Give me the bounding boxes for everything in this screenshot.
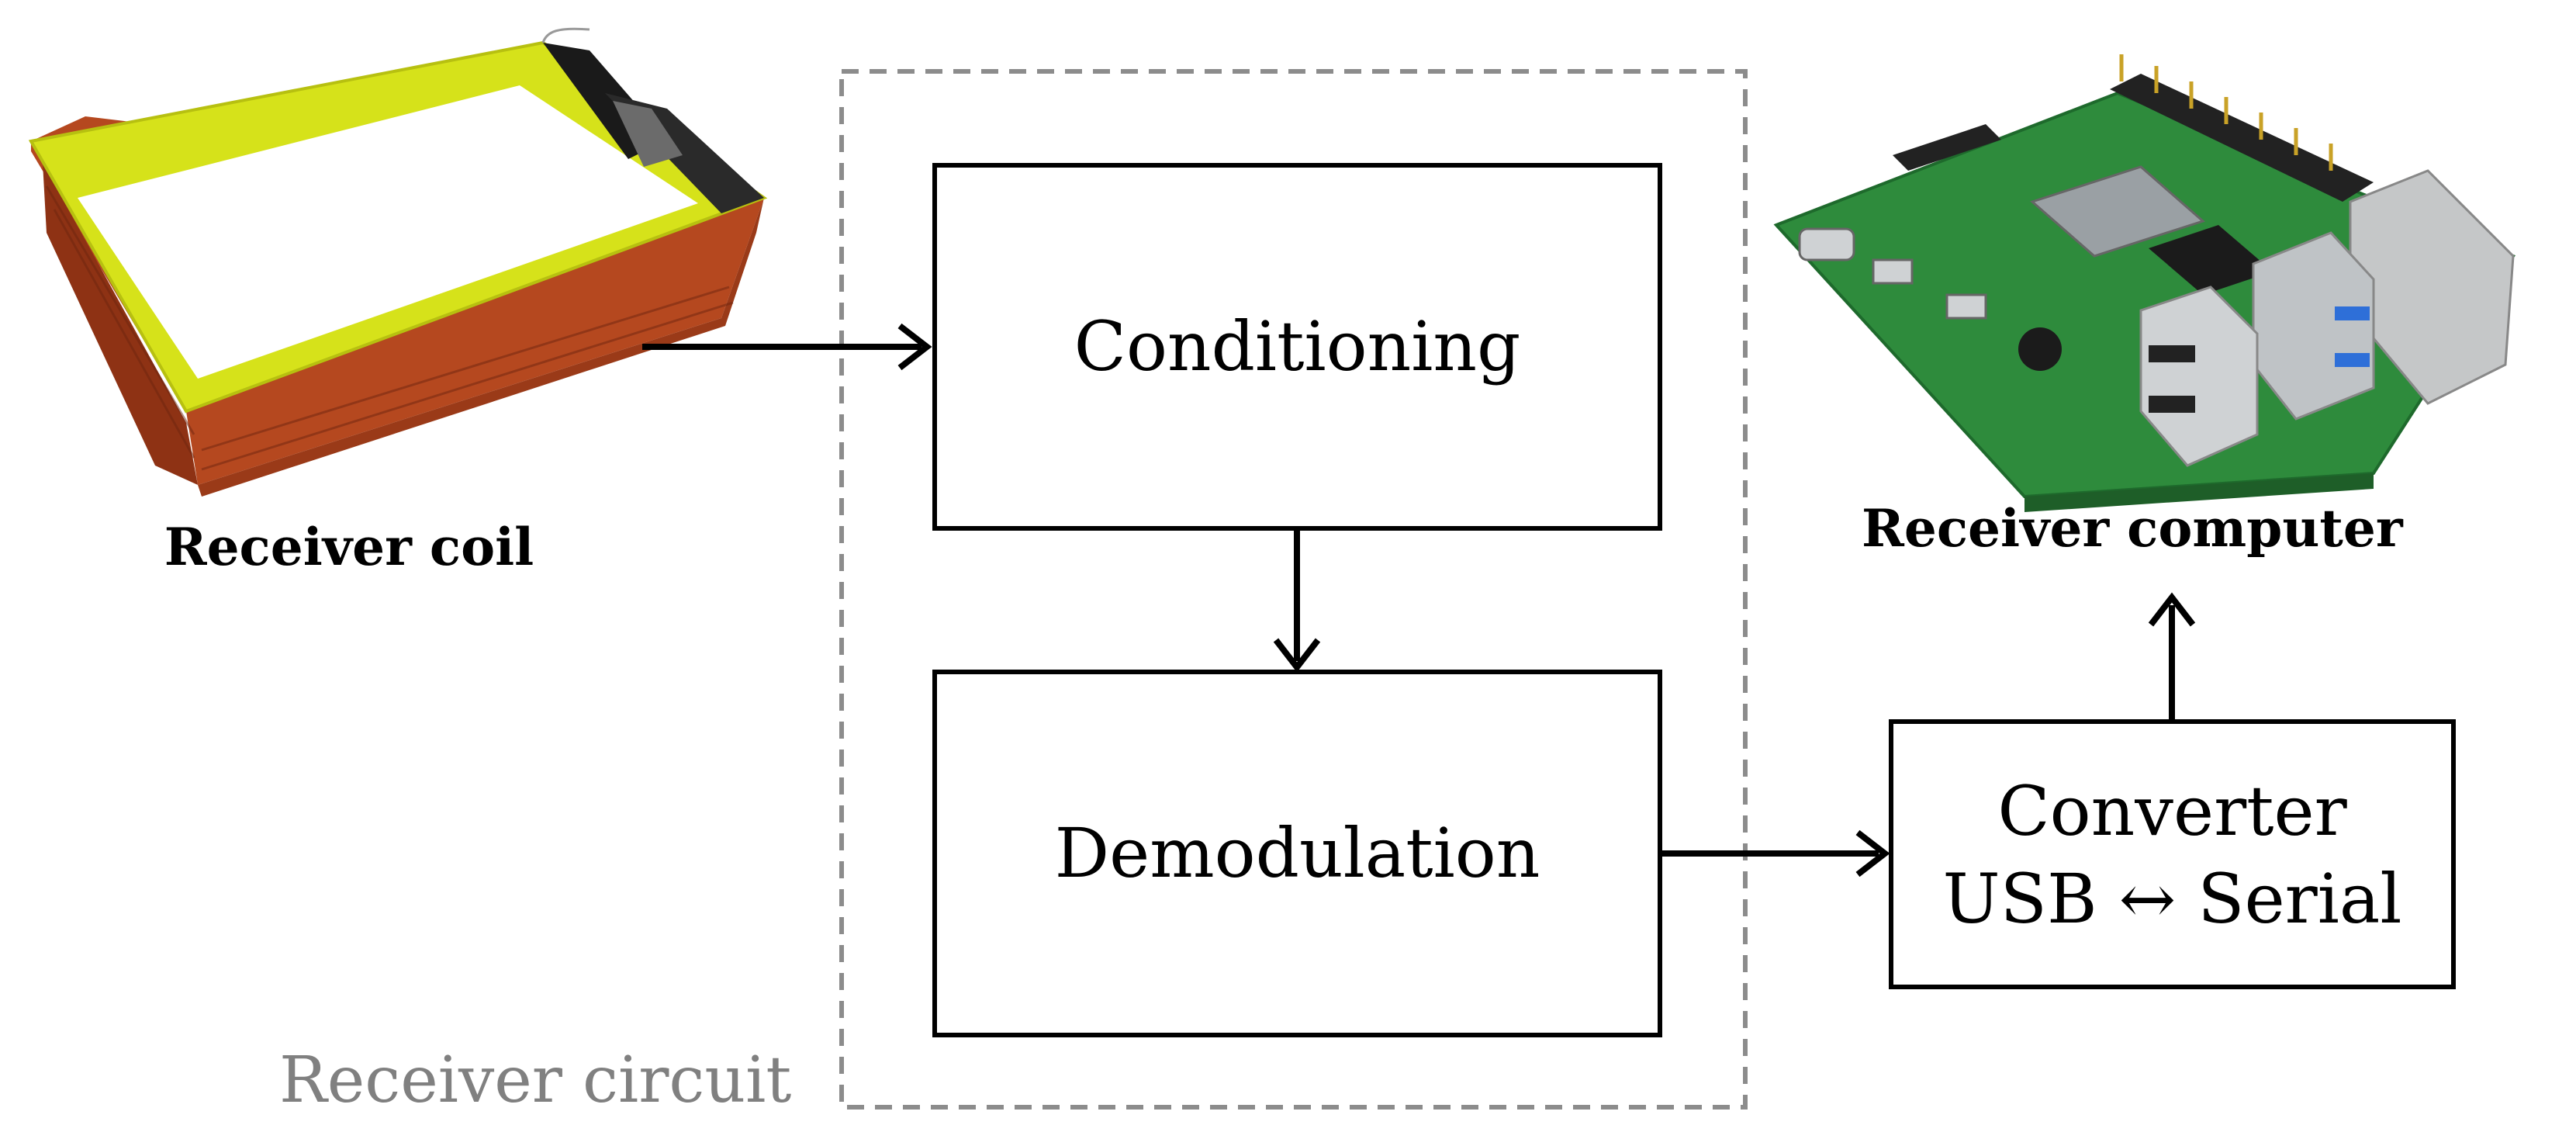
converter-label-line1: Converter (1997, 771, 2347, 851)
receiver-coil-caption: Receiver coil (164, 517, 534, 577)
receiver-circuit-caption: Receiver circuit (279, 1044, 792, 1117)
conditioning-label: Conditioning (1074, 306, 1521, 386)
receiver-computer-image (1773, 54, 2515, 512)
receiver-coil-image (28, 27, 768, 497)
converter-block (1889, 719, 2456, 989)
demodulation-label: Demodulation (1054, 813, 1540, 893)
conditioning-block (932, 163, 1662, 531)
converter-label-line2: USB ↔ Serial (1942, 859, 2402, 939)
demodulation-block (932, 670, 1662, 1037)
receiver-circuit-group (839, 69, 1748, 1110)
receiver-computer-caption: Receiver computer (1862, 498, 2403, 559)
